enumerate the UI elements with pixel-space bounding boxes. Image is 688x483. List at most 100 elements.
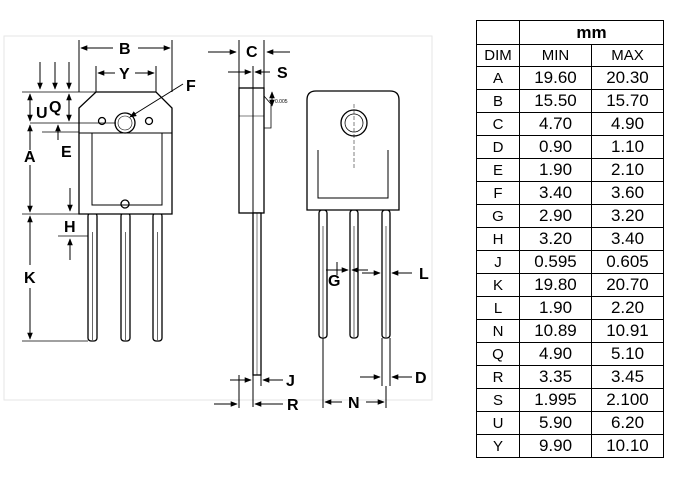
table-unit-row: mm: [476, 20, 664, 45]
label-G: G: [328, 273, 340, 290]
table-cell-min: 15.50: [519, 89, 592, 113]
table-cell-min: 10.89: [519, 319, 592, 343]
table-cell-max: 15.70: [591, 89, 664, 113]
table-header-row: DIM MIN MAX: [476, 44, 664, 67]
table-cell-min: 0.595: [519, 250, 592, 274]
label-R: R: [287, 397, 299, 414]
table-cell-max: 3.60: [591, 181, 664, 205]
table-cell-dim: A: [476, 66, 520, 90]
table-cell-dim: S: [476, 388, 520, 412]
table-cell-dim: E: [476, 158, 520, 182]
label-B: B: [119, 41, 131, 58]
table-cell-dim: F: [476, 181, 520, 205]
front-view: [78, 91, 173, 342]
table-cell-min: 2.90: [519, 204, 592, 228]
table-cell-max: 2.100: [591, 388, 664, 412]
table-cell-min: 0.90: [519, 135, 592, 159]
table-cell-min: 19.60: [519, 66, 592, 90]
label-Q: Q: [49, 99, 61, 116]
table-cell-dim: H: [476, 227, 520, 251]
side-tolerance-note: 0.005: [275, 99, 288, 105]
table-cell-dim: J: [476, 250, 520, 274]
table-cell-dim: G: [476, 204, 520, 228]
table-cell-min: 5.90: [519, 411, 592, 435]
table-cell-min: 4.70: [519, 112, 592, 136]
table-cell-max: 6.20: [591, 411, 664, 435]
table-cell-max: 20.30: [591, 66, 664, 90]
label-H: H: [64, 219, 76, 236]
label-F: F: [186, 78, 196, 95]
label-S: S: [277, 65, 288, 82]
package-outline-drawing: B Y F U Q E A H K 0.005 C S J R: [3, 35, 433, 414]
table-header-min: MIN: [519, 44, 592, 67]
back-view-dimensions: [322, 240, 412, 408]
front-view-dimensions: [22, 40, 184, 342]
table-cell-min: 1.90: [519, 296, 592, 320]
label-N: N: [348, 395, 360, 412]
table-cell-min: 3.20: [519, 227, 592, 251]
table-cell-dim: B: [476, 89, 520, 113]
table-cell-min: 3.40: [519, 181, 592, 205]
table-cell-max: 20.70: [591, 273, 664, 297]
table-cell-min: 19.80: [519, 273, 592, 297]
front-body: [78, 91, 173, 215]
table-cell-dim: Q: [476, 342, 520, 366]
table-cell-max: 4.90: [591, 112, 664, 136]
label-D: D: [415, 370, 427, 387]
side-body: [238, 87, 265, 214]
label-K: K: [24, 270, 36, 287]
side-view: [238, 87, 272, 376]
table-header-max: MAX: [591, 44, 664, 67]
table-cell-min: 1.90: [519, 158, 592, 182]
side-view-dimensions: [208, 40, 290, 408]
table-cell-max: 2.20: [591, 296, 664, 320]
table-cell-dim: N: [476, 319, 520, 343]
table-blank-cell: [476, 20, 520, 45]
table-cell-max: 5.10: [591, 342, 664, 366]
label-J: J: [286, 373, 295, 390]
table-cell-dim: L: [476, 296, 520, 320]
table-cell-min: 4.90: [519, 342, 592, 366]
table-cell-dim: D: [476, 135, 520, 159]
table-cell-max: 3.45: [591, 365, 664, 389]
table-cell-dim: R: [476, 365, 520, 389]
label-U: U: [36, 105, 48, 122]
table-cell-max: 3.20: [591, 204, 664, 228]
table-cell-dim: Y: [476, 434, 520, 458]
label-E: E: [61, 144, 72, 161]
table-cell-max: 0.605: [591, 250, 664, 274]
label-A: A: [24, 149, 36, 166]
table-cell-max: 2.10: [591, 158, 664, 182]
table-cell-dim: U: [476, 411, 520, 435]
table-cell-dim: K: [476, 273, 520, 297]
drawing-frame: [3, 35, 433, 401]
table-header-dim: DIM: [476, 44, 520, 67]
label-C: C: [246, 44, 258, 61]
table-cell-dim: C: [476, 112, 520, 136]
back-view: [306, 90, 400, 339]
table-cell-min: 1.995: [519, 388, 592, 412]
table-cell-max: 3.40: [591, 227, 664, 251]
table-cell-max: 1.10: [591, 135, 664, 159]
table-cell-max: 10.10: [591, 434, 664, 458]
table-cell-min: 3.35: [519, 365, 592, 389]
